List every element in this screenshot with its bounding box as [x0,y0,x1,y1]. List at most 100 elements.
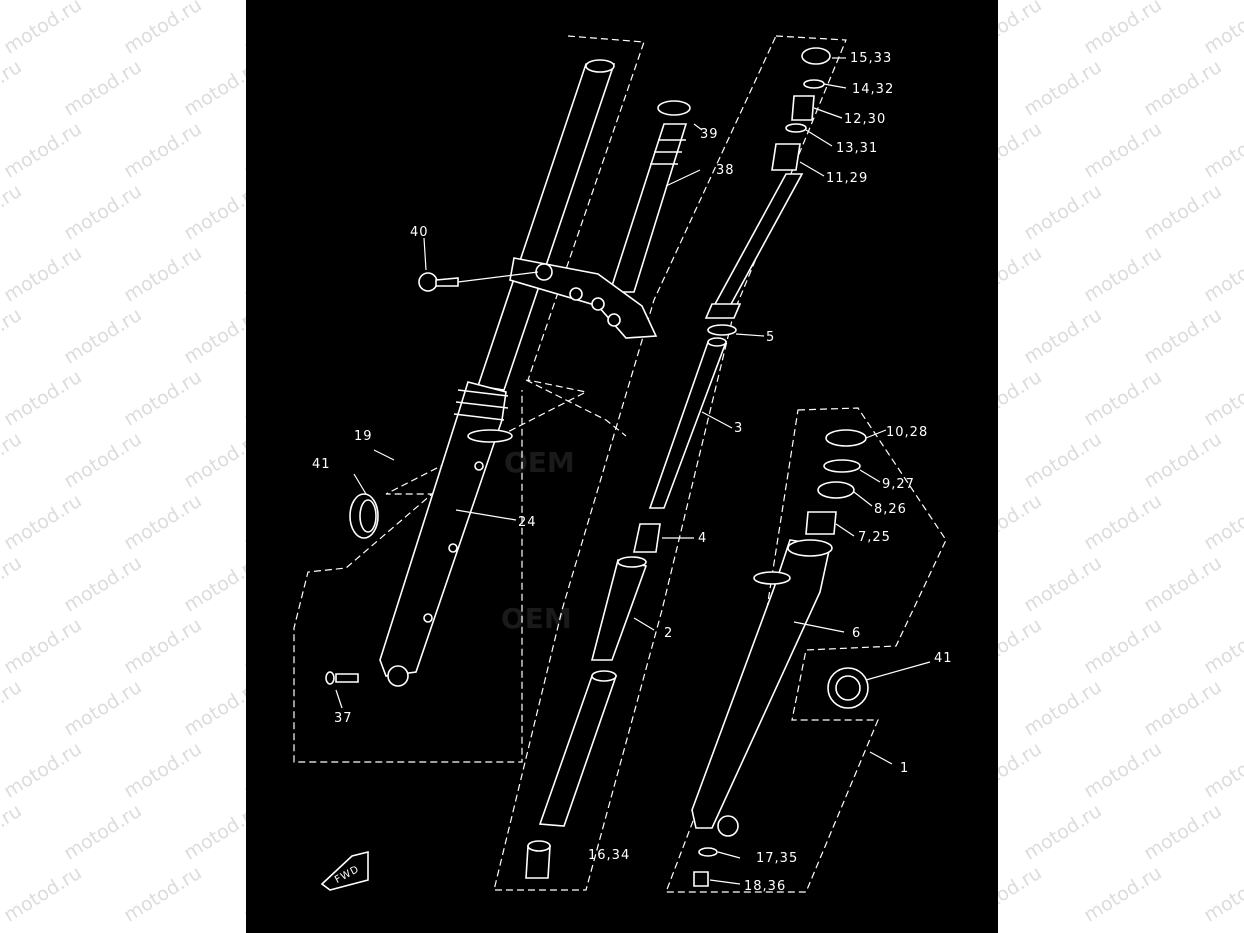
left-outer-tube [379,381,513,687]
callout-24: 24 [518,515,537,530]
watermark-text: motod.ru [120,241,206,307]
callout-37: 37 [334,711,353,726]
tube-2 [590,556,648,661]
watermark-text: motod.ru [1020,675,1106,741]
leader-lines [335,57,931,885]
watermark-text: motod.ru [120,365,206,431]
bolt-40 [418,271,539,292]
oil-seal-41-left [349,493,379,539]
watermark-text: motod.ru [0,117,86,183]
callout-41-right: 41 [934,651,953,666]
watermark-text: motod.ru [1140,303,1226,369]
watermark-text: motod.ru [1200,489,1244,555]
watermark-text: motod.ru [0,0,86,59]
bolt-18-36 [693,871,709,887]
left-assembly-outline [293,35,645,763]
callout-7-25: 7,25 [858,530,891,545]
watermark-text: motod.ru [1080,365,1166,431]
callout-15-33: 15,33 [850,51,892,66]
watermark-text: motod.ru [60,55,146,121]
callout-9-27: 9,27 [882,477,915,492]
watermark-text: motod.ru [1140,675,1226,741]
damper-rod-38 [608,100,691,293]
watermark-text: motod.ru [1020,55,1106,121]
callout-19: 19 [354,429,373,444]
watermark-text: motod.ru [1140,799,1226,865]
watermark-text: motod.ru [1140,55,1226,121]
center-assembly-outline [493,35,847,891]
callout-12-30: 12,30 [844,112,886,127]
watermark-text: motod.ru [60,427,146,493]
right-assembly-outline [665,407,947,893]
watermark-text: motod.ru [1080,613,1166,679]
ghost-mark: OEM [501,602,572,635]
watermark-text: motod.ru [0,489,86,555]
callout-2: 2 [664,626,673,641]
fork-bracket [509,257,658,339]
callout-labels: 15,33 14,32 12,30 13,31 11,29 39 38 40 5… [312,51,953,894]
watermark-text: motod.ru [1020,799,1106,865]
left-assembly-inner-line [525,379,627,437]
callout-40: 40 [410,225,429,240]
watermark-text: motod.ru [1200,613,1244,679]
watermark-text: motod.ru [0,675,26,741]
fork-exploded-diagram: OEM OEM [293,35,953,894]
watermark-text: motod.ru [1020,303,1106,369]
watermark-text: motod.ru [120,613,206,679]
watermark-text: motod.ru [1020,427,1106,493]
watermark-text: motod.ru [1080,861,1166,927]
lower-tube-16-34 [525,670,618,879]
callout-6: 6 [852,626,861,641]
watermark-text: motod.ru [0,799,26,865]
damper-rod-3 [648,337,728,509]
watermark-text: motod.ru [1140,179,1226,245]
seal-stack-right [805,429,867,535]
callout-14-32: 14,32 [852,82,894,97]
callout-18-36: 18,36 [744,879,786,894]
watermark-text: motod.ru [120,861,206,927]
watermark-text: motod.ru [1020,551,1106,617]
callout-8-26: 8,26 [874,502,907,517]
watermark-text: motod.ru [60,551,146,617]
watermark-text: motod.ru [0,303,26,369]
left-inner-tube [476,59,616,391]
washer-17-35 [698,847,718,857]
watermark-text: motod.ru [1200,365,1244,431]
watermark-text: motod.ru [1140,427,1226,493]
callout-16-34: 16,34 [588,848,630,863]
watermark-text: motod.ru [1080,0,1166,59]
watermark-text: motod.ru [1080,117,1166,183]
watermark-text: motod.ru [1200,117,1244,183]
watermark-text: motod.ru [1140,551,1226,617]
watermark-text: motod.ru [60,799,146,865]
callout-38: 38 [716,163,735,178]
watermark-text: motod.ru [1200,0,1244,59]
watermark-text: motod.ru [60,179,146,245]
watermark-text: motod.ru [120,117,206,183]
callout-1: 1 [900,761,909,776]
watermark-text: motod.ru [0,365,86,431]
watermark-text: motod.ru [1080,489,1166,555]
bolt-37 [325,671,359,685]
watermark-text: motod.ru [120,0,206,59]
fwd-direction-badge: FWD [320,850,369,891]
watermark-text: motod.ru [120,737,206,803]
watermark-text: motod.ru [1200,861,1244,927]
watermark-text: motod.ru [1200,241,1244,307]
callout-11-29: 11,29 [826,171,868,186]
spring-stack [704,47,831,336]
watermark-text: motod.ru [0,55,26,121]
watermark-text: motod.ru [0,241,86,307]
watermark-text: motod.ru [0,861,86,927]
diagram-panel: OEM OEM [246,0,998,933]
callout-13-31: 13,31 [836,141,878,156]
callout-41-left: 41 [312,457,331,472]
callout-10-28: 10,28 [886,425,928,440]
watermark-text: motod.ru [120,489,206,555]
callout-3: 3 [734,421,743,436]
watermark-text: motod.ru [60,303,146,369]
callout-17-35: 17,35 [756,851,798,866]
watermark-text: motod.ru [60,675,146,741]
rebound-spring-4 [633,523,661,553]
callout-4: 4 [698,531,707,546]
